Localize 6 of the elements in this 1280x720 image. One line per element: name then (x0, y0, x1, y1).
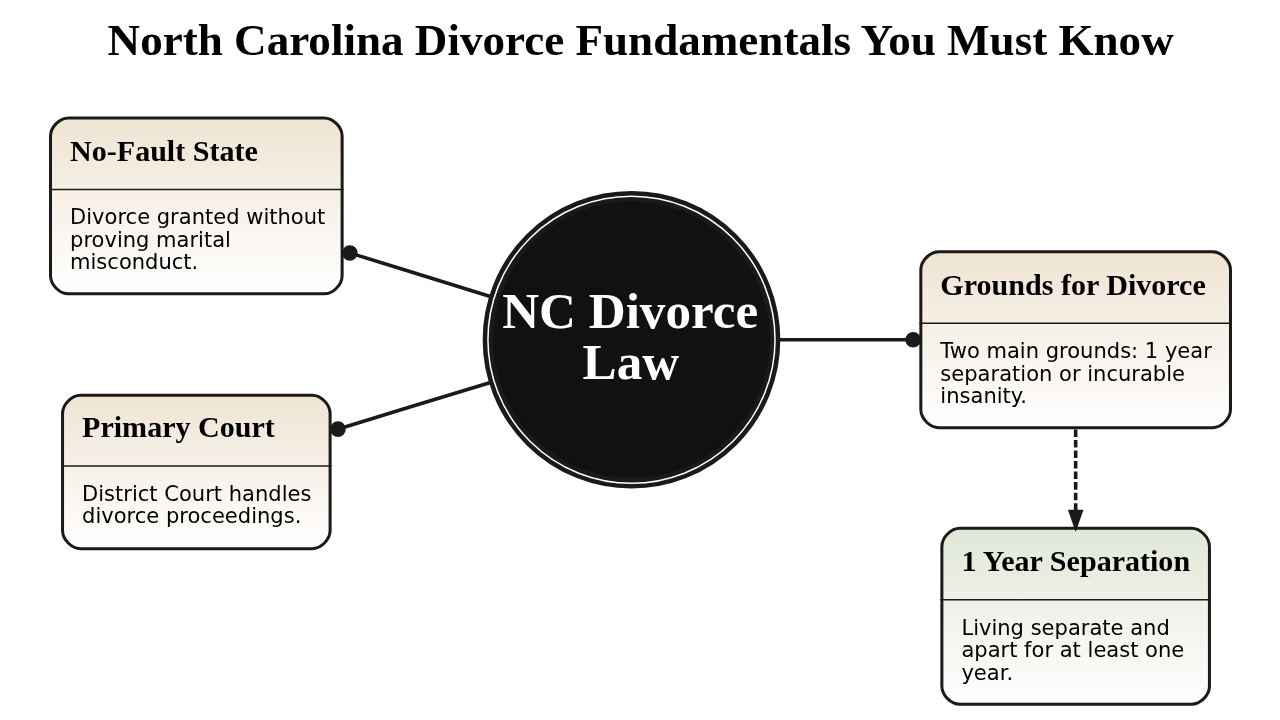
diagram-title: North Carolina Divorce Fundamentals You Must Know (107, 14, 1174, 65)
arrow (1067, 429, 1083, 533)
connector (329, 380, 491, 437)
connector (341, 245, 492, 299)
connector (777, 331, 921, 348)
node-circle: NC Divorce Law (482, 190, 780, 489)
